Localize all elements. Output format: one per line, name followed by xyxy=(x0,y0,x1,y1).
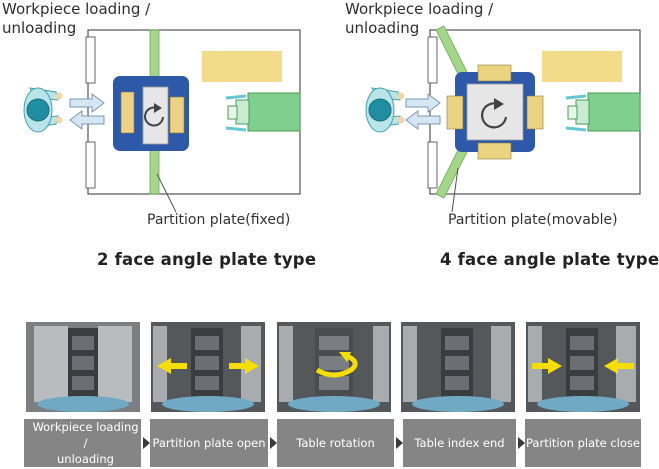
right-partition-leader xyxy=(451,167,459,213)
right-angle-plate-bottom xyxy=(477,142,512,160)
left-operator-icon xyxy=(23,87,63,133)
left-door-top xyxy=(85,36,96,84)
step-box-partition-open: Partition plate open xyxy=(150,419,268,467)
step-photo-loading xyxy=(26,322,140,412)
left-unload-arrow xyxy=(69,110,105,130)
rotation-arrow xyxy=(315,353,358,378)
left-load-arrow xyxy=(69,93,105,113)
right-machine-diagram xyxy=(365,25,641,213)
left-partition-label: Partition plate(fixed) xyxy=(147,212,291,228)
step-photo-index-end xyxy=(401,322,515,412)
right-tool-magazine xyxy=(542,51,622,82)
right-rotation-center xyxy=(466,83,524,141)
open-left-arrow xyxy=(157,358,187,374)
step-box-index-end: Table index end xyxy=(403,419,516,467)
close-right-arrow xyxy=(604,358,634,374)
right-loading-label: Workpiece loading / unloading xyxy=(345,0,494,37)
right-angle-plate-left xyxy=(446,95,464,130)
step-chevron-3 xyxy=(396,437,403,449)
left-partition-leader xyxy=(156,173,177,213)
left-spindle-icon xyxy=(225,92,301,132)
step-photo-partition-open xyxy=(151,322,265,412)
left-diagram-title: 2 face angle plate type xyxy=(97,250,317,269)
left-angle-plate-a xyxy=(120,91,135,134)
step-chevron-4 xyxy=(518,437,525,449)
right-door-top xyxy=(427,36,438,84)
step-photo-partition-close xyxy=(526,322,640,412)
right-angle-plate-top xyxy=(477,64,512,82)
right-load-arrow xyxy=(405,93,441,113)
left-rotation-icon xyxy=(144,103,164,127)
step-chevron-2 xyxy=(270,437,277,449)
step-box-loading: Workpiece loading / unloading xyxy=(24,419,141,467)
right-spindle-icon xyxy=(565,92,641,132)
left-door-bottom xyxy=(85,141,96,189)
left-rotation-center xyxy=(142,86,169,145)
step-box-partition-close: Partition plate close xyxy=(525,419,641,467)
left-loading-label: Workpiece loading / unloading xyxy=(2,0,151,37)
step-photo-table-rotation xyxy=(277,322,391,412)
left-angle-plate-b xyxy=(169,96,185,134)
right-diagram-title: 4 face angle plate type xyxy=(440,250,659,269)
right-unload-arrow xyxy=(405,110,441,130)
step-chevron-1 xyxy=(143,437,150,449)
right-door-bottom xyxy=(427,141,438,189)
left-machine-diagram xyxy=(23,29,301,213)
right-rotation-icon xyxy=(481,98,508,129)
right-operator-icon xyxy=(365,87,405,133)
open-right-arrow xyxy=(229,358,259,374)
step-box-table-rotation: Table rotation xyxy=(277,419,394,467)
right-angle-plate-right xyxy=(526,95,544,130)
left-tool-magazine xyxy=(202,51,282,82)
right-partition-label: Partition plate(movable) xyxy=(448,212,618,228)
close-left-arrow xyxy=(532,358,562,374)
